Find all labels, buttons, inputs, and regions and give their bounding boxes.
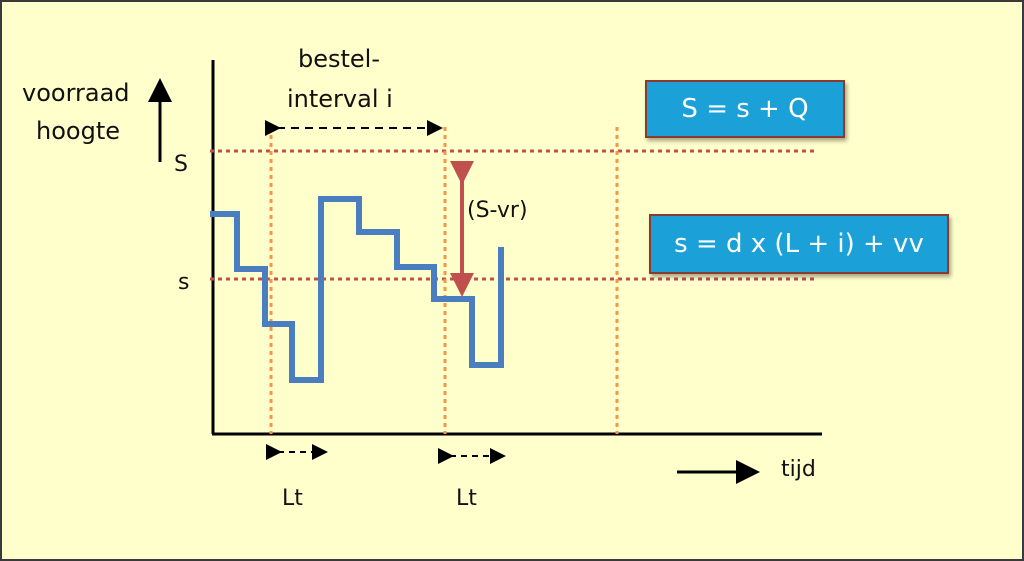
stock-level-line [210, 196, 504, 383]
lead-time-label-2: Lt [456, 486, 477, 511]
order-interval-label-line1: bestel- [298, 45, 381, 73]
y-axis-label-line1: voorraad [22, 79, 130, 107]
lead-time-label-1: Lt [282, 486, 303, 511]
reorder-level-formula: s = d x (L + i) + vv [649, 214, 949, 274]
max-level-label: S [174, 152, 188, 177]
max-level-formula: S = s + Q [645, 80, 845, 138]
y-axis-label-line2: hoogte [36, 117, 120, 145]
time-label: tijd [781, 457, 816, 482]
order-interval-label-line2: interval i [287, 85, 393, 113]
difference-label: (S-vr) [467, 198, 528, 223]
reorder-level-label: s [178, 270, 190, 295]
